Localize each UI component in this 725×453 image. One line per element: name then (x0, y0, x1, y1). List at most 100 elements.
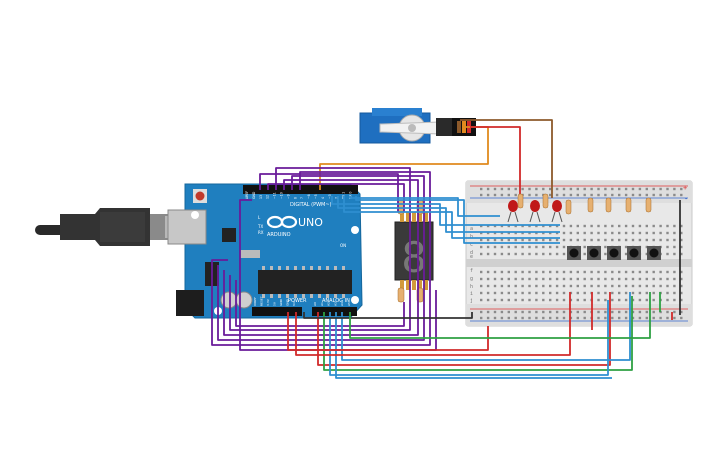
row-letter-h: h (470, 284, 473, 290)
wire-blue-2[interactable] (337, 196, 560, 233)
digital-pin-label: ~10 (280, 192, 284, 199)
wire-blue-c[interactable] (341, 292, 631, 361)
digital-pin-label: RX 0 (349, 192, 353, 199)
brand-label: ARDUINO (267, 232, 291, 238)
push-buttons (567, 246, 661, 260)
resistors (517, 193, 652, 215)
arduino-logo (266, 215, 298, 229)
resistor[interactable] (565, 199, 572, 215)
row-letter-c: c (470, 242, 473, 248)
analog-pin-label: A5 (347, 302, 351, 306)
led-1[interactable] (507, 200, 519, 223)
power-pin-label: IOREF (253, 297, 257, 306)
digital-pin-label: 7 (300, 197, 304, 199)
analog-pin-label: A3 (333, 302, 337, 306)
resistor[interactable] (517, 193, 524, 209)
push-button-4[interactable] (627, 246, 641, 260)
wire-blue-5[interactable] (355, 196, 560, 244)
resistor[interactable] (587, 197, 594, 213)
wire-green-b[interactable] (349, 292, 651, 339)
push-button-3[interactable] (607, 246, 621, 260)
push-button-1[interactable] (567, 246, 581, 260)
wire-blue-1[interactable] (331, 196, 560, 226)
resistor[interactable] (605, 197, 612, 213)
wire-purple-8[interactable] (235, 280, 405, 327)
digital-pin-label: 13 (259, 195, 263, 199)
digital-pin-label: ~6 (307, 194, 311, 199)
wire-purple-7[interactable] (239, 199, 437, 351)
indicator-tx: TX (257, 224, 263, 229)
power-header (252, 307, 302, 316)
row-letter-f: f (470, 268, 473, 274)
wires (211, 119, 681, 379)
usb-cable (35, 208, 185, 246)
indicator-l: L (258, 215, 261, 220)
digital-pin-label: GND (252, 191, 256, 199)
seven-segment-display[interactable]: 8 (394, 199, 434, 303)
row-letter-i: i (470, 291, 473, 297)
reset-button[interactable] (195, 191, 205, 201)
power-pin-label: GND (279, 298, 283, 306)
rail-plus-label: + (683, 184, 687, 192)
leds (507, 200, 563, 223)
wire-purple-6[interactable] (259, 173, 399, 212)
led-2[interactable] (529, 200, 541, 223)
wire-blue-3[interactable] (343, 196, 560, 239)
indicator-on: ON (340, 243, 346, 248)
digital-pin-label: ~5 (314, 194, 318, 199)
wire-green-a[interactable] (323, 296, 633, 371)
wire-black-ground[interactable] (303, 312, 473, 319)
row-letter-j: j (470, 298, 473, 304)
push-button-2[interactable] (587, 246, 601, 260)
digital-pin-label: 8 (293, 197, 297, 199)
analog-pin-label: A4 (340, 302, 344, 306)
digital-pin-label: 4 (321, 197, 325, 199)
wire-purple-2[interactable] (217, 175, 425, 341)
led-3[interactable] (551, 200, 563, 223)
row-letter-d: d (470, 250, 473, 256)
row-letter-a: a (470, 226, 473, 232)
model-label: UNO (298, 216, 323, 229)
analog-label: ANALOG IN (322, 298, 350, 304)
indicator-rx: RX (258, 230, 264, 235)
resistor[interactable] (625, 197, 632, 213)
analog-pin-label: A2 (327, 302, 331, 306)
resistor[interactable] (542, 193, 549, 209)
wire-red-b[interactable] (295, 292, 571, 356)
digital-pin-label: AREF (245, 191, 249, 199)
center-channel (466, 259, 692, 267)
wire-purple-1[interactable] (211, 171, 431, 346)
wire-purple-3[interactable] (223, 179, 419, 336)
analog-pin-label: A0 (313, 302, 317, 306)
resistor[interactable] (645, 197, 652, 213)
power-label: POWER (288, 298, 307, 304)
wire-servo-ground[interactable] (460, 119, 553, 198)
digital-label: DIGITAL (PWM~) (290, 202, 332, 208)
wire-blue-b[interactable] (335, 312, 612, 379)
power-pin-label: 5V (273, 301, 277, 306)
row-letter-b: b (470, 234, 473, 240)
wire-purple-4[interactable] (229, 167, 411, 331)
analog-pin-label: A1 (320, 302, 324, 306)
wire-red-a[interactable] (317, 292, 611, 366)
rail-minus-label: - (684, 195, 688, 203)
wire-servo-power[interactable] (470, 126, 521, 205)
digital-pin-label: 12 (266, 195, 270, 199)
wire-blue-4[interactable] (349, 196, 500, 217)
digital-pin-label: 2 (335, 197, 339, 199)
digital-pin-label: TX 1 (342, 192, 346, 200)
power-pin-label: GND (286, 298, 290, 306)
push-button-5[interactable] (647, 246, 661, 260)
analog-header (312, 307, 357, 316)
digital-pin-label: ~9 (286, 194, 290, 199)
power-pin-label: 3.3V (266, 298, 270, 306)
capacitor (235, 291, 253, 309)
servo-motor[interactable] (359, 108, 476, 144)
digital-pin-label: ~3 (328, 194, 332, 199)
segment-digit: 8 (401, 233, 426, 282)
atmega-chip (258, 270, 352, 294)
